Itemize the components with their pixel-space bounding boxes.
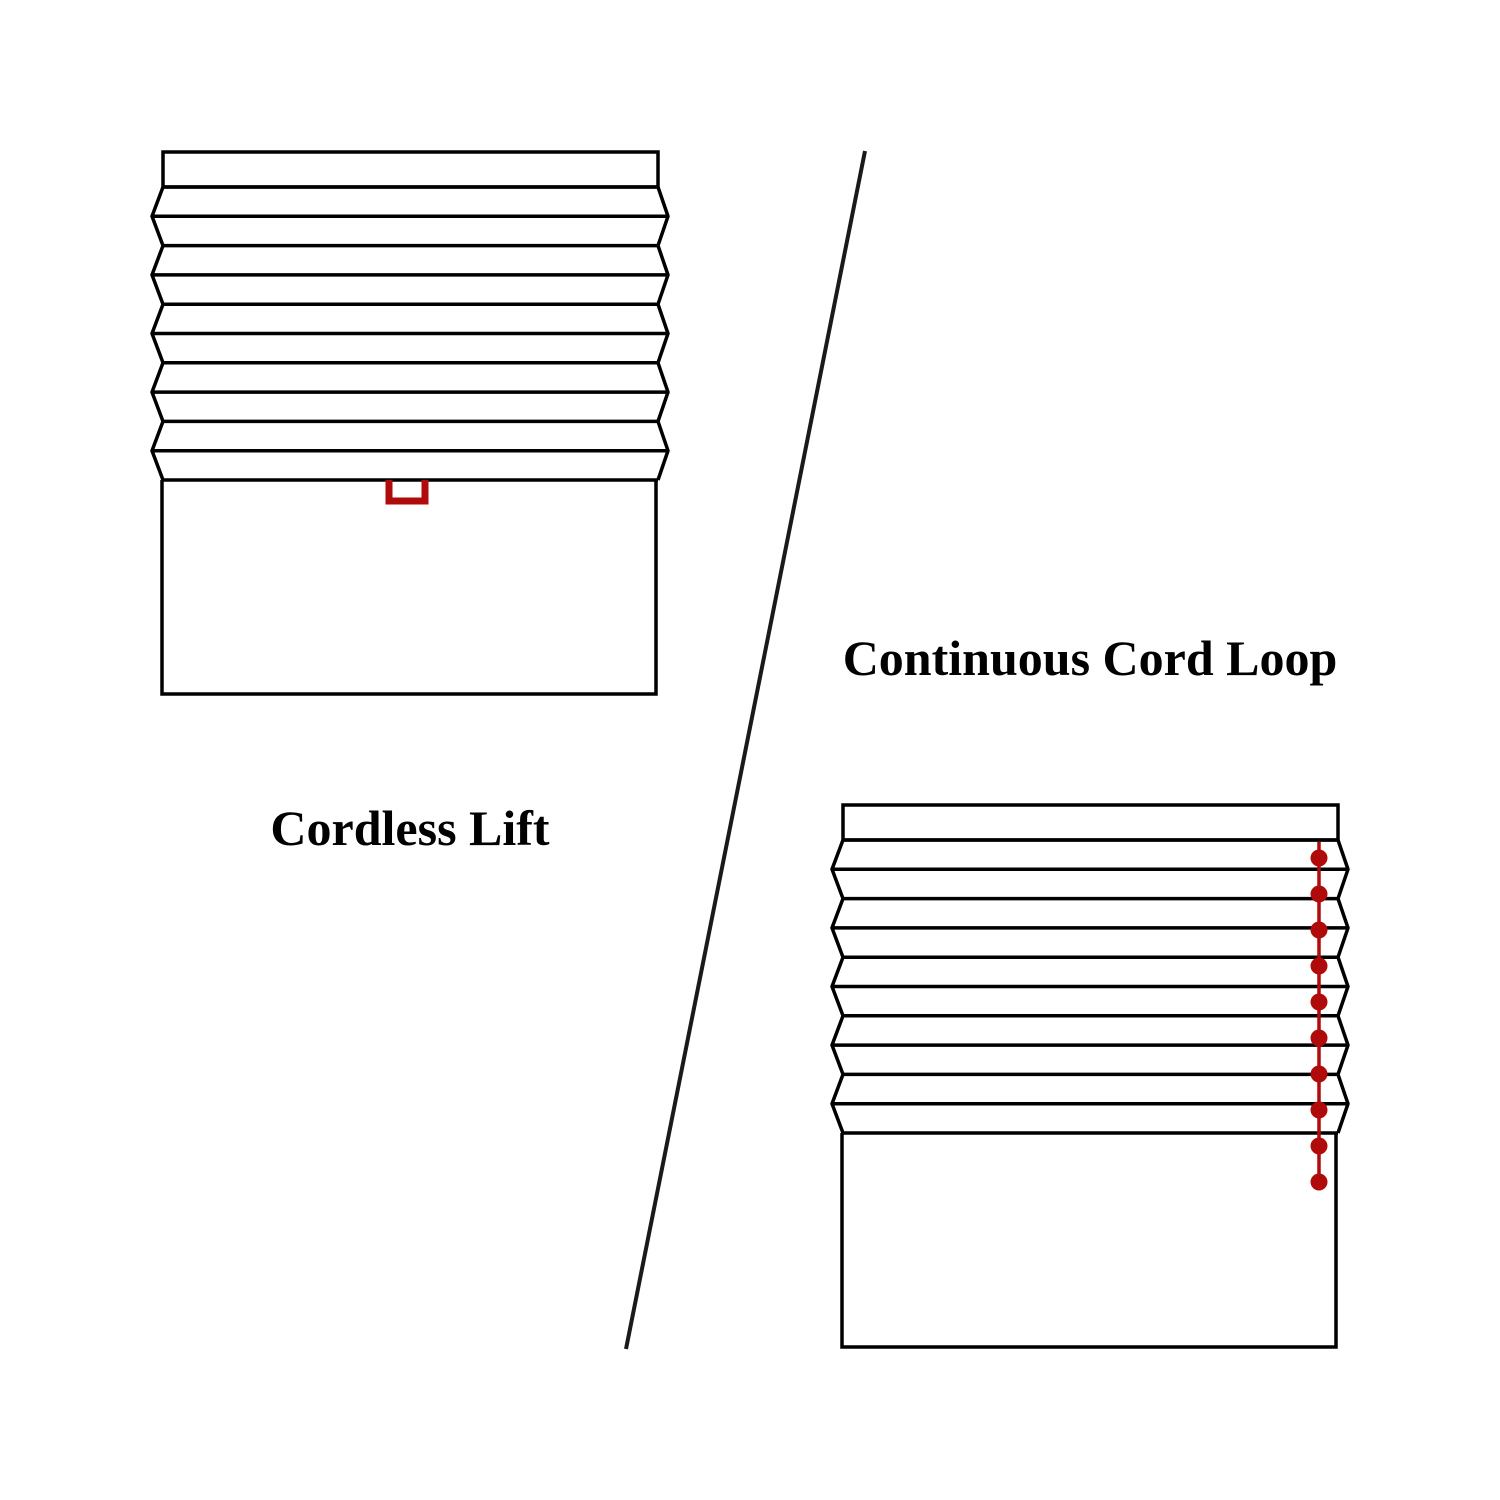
cordless-lift-label: Cordless Lift <box>270 800 550 856</box>
cord-loop-shade <box>830 803 1350 1349</box>
cord-bead <box>1310 849 1328 867</box>
cord-bead <box>1310 993 1328 1011</box>
divider-line <box>624 150 867 1350</box>
bottom-panel <box>160 480 658 696</box>
cord-loop-label: Continuous Cord Loop <box>843 630 1338 686</box>
cord-bead <box>1310 1137 1328 1155</box>
cordless-lift-shade <box>150 150 670 696</box>
lift-handle-icon <box>385 480 429 505</box>
cord-bead <box>1310 957 1328 975</box>
headrail <box>841 803 1340 842</box>
headrail <box>161 150 660 189</box>
cord-bead <box>1310 921 1328 939</box>
cord-bead <box>1310 1173 1328 1191</box>
cord-bead <box>1310 1065 1328 1083</box>
cord-bead <box>1310 1029 1328 1047</box>
cord-bead <box>1310 885 1328 903</box>
cord-bead <box>1310 1101 1328 1119</box>
bottom-panel <box>840 1133 1338 1349</box>
